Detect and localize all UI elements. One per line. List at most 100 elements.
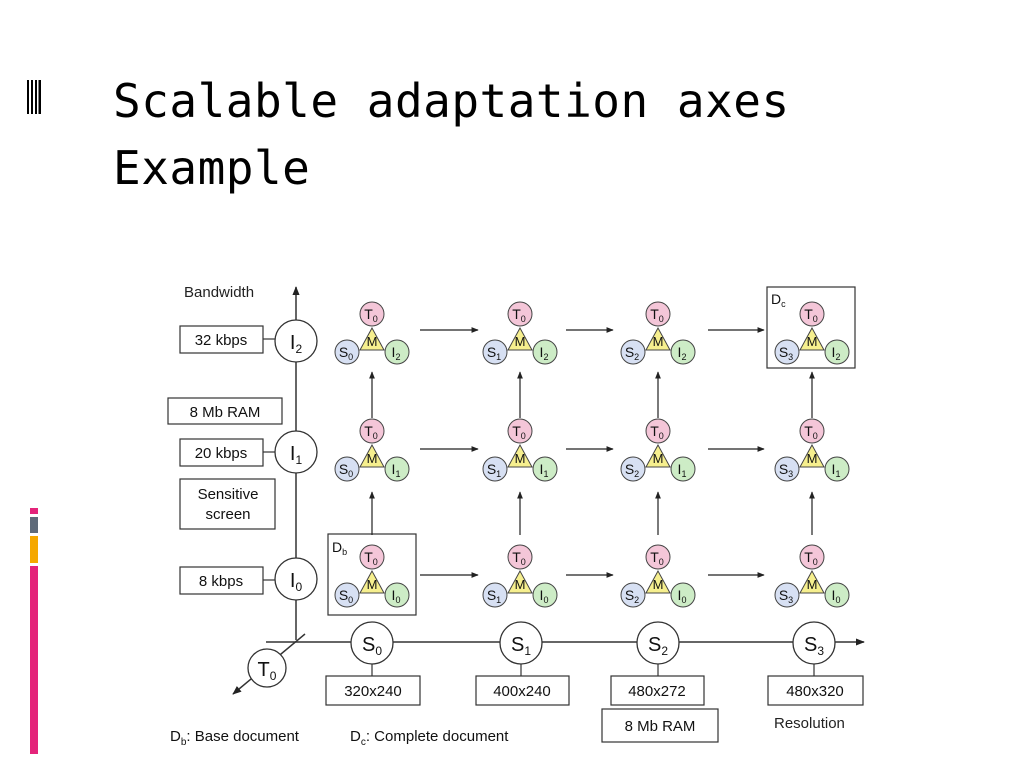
svg-text:32 kbps: 32 kbps	[195, 332, 248, 349]
svg-text:480x272: 480x272	[628, 683, 686, 700]
node-s	[482, 456, 508, 482]
svg-text:I2: I2	[678, 344, 687, 362]
node-t	[507, 418, 533, 444]
accent-bar-orange	[30, 536, 38, 563]
svg-text:screen: screen	[205, 506, 250, 523]
node-i	[670, 456, 696, 482]
s1-label-400x240: 400x240	[475, 664, 570, 706]
bandwidth-axis-label: Bandwidth	[184, 284, 254, 301]
node-m: M	[807, 334, 818, 349]
sensitive-screen-text: Sensitive	[198, 486, 259, 503]
svg-text:480x320: 480x320	[786, 683, 844, 700]
svg-text:I0: I0	[832, 587, 841, 605]
t-axis-node: T0	[247, 648, 287, 688]
svg-text:I1: I1	[540, 461, 549, 479]
node-s	[334, 339, 360, 365]
i-node-i0: I0	[274, 557, 318, 601]
node-t	[507, 301, 533, 327]
node-t	[645, 301, 671, 327]
node-s	[620, 456, 646, 482]
s-node-s2: S2	[636, 621, 680, 665]
accent-bar-pink	[30, 566, 38, 754]
legend: Db: Base document Dc: Complete document	[170, 728, 509, 748]
svg-text:Dc: Dc	[771, 291, 786, 309]
node-m: M	[367, 451, 378, 466]
node-m: M	[807, 577, 818, 592]
bullet-bars-icon	[27, 80, 41, 114]
node-s	[774, 339, 800, 365]
node-t	[359, 301, 385, 327]
svg-text:I1: I1	[832, 461, 841, 479]
legend-base-document: Db: Base document	[170, 728, 300, 748]
i1-label-sensitive-screen: Sensitive screen	[179, 478, 276, 530]
node-s	[482, 582, 508, 608]
i0-label-8kbps: 8 kbps	[179, 566, 275, 595]
accent-bar-decoration	[30, 508, 38, 754]
node-i	[532, 456, 558, 482]
legend-complete-document: Dc: Complete document	[350, 728, 509, 748]
node-i	[824, 339, 850, 365]
svg-text:I1: I1	[392, 461, 401, 479]
accent-bar-gray	[30, 517, 38, 533]
svg-text:I1: I1	[678, 461, 687, 479]
svg-text:I2: I2	[540, 344, 549, 362]
svg-text:I2: I2	[392, 344, 401, 362]
node-i	[670, 339, 696, 365]
svg-text:20 kbps: 20 kbps	[195, 445, 248, 462]
s0-label-320x240: 320x240	[325, 664, 421, 706]
s-node-s1: S1	[499, 621, 543, 665]
i2-label-32kbps: 32 kbps	[179, 325, 275, 354]
node-i	[670, 582, 696, 608]
node-i	[532, 582, 558, 608]
node-i	[384, 456, 410, 482]
node-m: M	[515, 451, 526, 466]
node-m: M	[515, 334, 526, 349]
node-t	[645, 418, 671, 444]
svg-text:I2: I2	[832, 344, 841, 362]
svg-text:8 kbps: 8 kbps	[199, 573, 243, 590]
node-s	[482, 339, 508, 365]
node-i	[824, 456, 850, 482]
svg-text:I0: I0	[392, 587, 401, 605]
s-node-s0: S0	[350, 621, 394, 665]
node-t	[645, 544, 671, 570]
i1-label-20kbps: 20 kbps	[179, 438, 275, 467]
svg-text:I0: I0	[678, 587, 687, 605]
node-t	[359, 544, 385, 570]
vertical-arrows	[369, 371, 815, 535]
node-t	[507, 544, 533, 570]
node-s	[620, 582, 646, 608]
svg-text:400x240: 400x240	[493, 683, 551, 700]
svg-text:I0: I0	[540, 587, 549, 605]
i-node-i2: I2	[274, 319, 318, 363]
node-m: M	[807, 451, 818, 466]
node-i	[384, 582, 410, 608]
svg-text:320x240: 320x240	[344, 683, 402, 700]
resolution-axis-label: Resolution	[774, 715, 845, 732]
node-m: M	[515, 577, 526, 592]
node-s	[334, 456, 360, 482]
node-s	[774, 582, 800, 608]
node-i	[824, 582, 850, 608]
svg-text:Db: Db	[332, 539, 347, 557]
horizontal-arrows	[420, 327, 765, 578]
s2-label-8mb-ram: 8 Mb RAM	[601, 708, 719, 743]
node-i	[532, 339, 558, 365]
node-s	[334, 582, 360, 608]
node-m: M	[367, 334, 378, 349]
i-node-i1: I1	[274, 430, 318, 474]
slide-title-line-2: Example	[113, 141, 311, 195]
node-m: M	[367, 577, 378, 592]
